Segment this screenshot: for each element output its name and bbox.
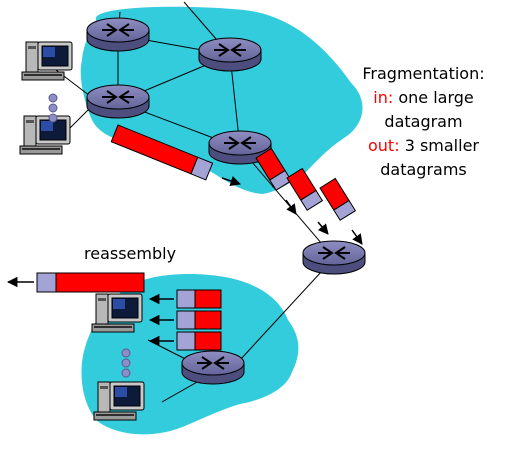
caption-out-line-2: datagrams <box>380 160 467 179</box>
arrow-icon <box>285 199 297 215</box>
fragment-datagram-2 <box>286 167 324 211</box>
arrow-icon <box>221 176 241 186</box>
router-icon <box>181 350 245 385</box>
in-label: in: <box>373 88 394 107</box>
router-icon <box>302 240 366 275</box>
large-datagram <box>110 124 214 181</box>
arrow-icon <box>351 229 363 245</box>
router-icon <box>86 17 150 52</box>
arrived-fragment-2 <box>176 310 222 330</box>
fragmentation-caption: Fragmentation: in: one large datagram ou… <box>340 62 507 182</box>
router-icon <box>198 37 262 72</box>
host-computer-icon <box>21 41 73 81</box>
fragment-datagram-3 <box>319 177 357 221</box>
arrived-fragment-3 <box>176 331 222 351</box>
reassembly-label: reassembly <box>84 244 177 263</box>
fragment-datagram-1 <box>255 147 293 191</box>
caption-out-line: out: 3 smaller <box>340 134 507 158</box>
host-computer-icon <box>19 115 71 155</box>
host-computer-icon <box>91 293 143 333</box>
out-text: 3 smaller <box>404 136 479 155</box>
caption-in-line-2: datagram <box>384 112 463 131</box>
caption-title: Fragmentation: <box>362 64 485 83</box>
in-text: one large <box>398 88 474 107</box>
arrived-fragment-1 <box>176 289 222 309</box>
out-label: out: <box>368 136 400 155</box>
more-hosts-dots <box>121 348 131 378</box>
more-hosts-dots <box>48 93 58 123</box>
reassembled-datagram <box>36 272 145 293</box>
router-icon <box>86 84 150 119</box>
arrow-icon <box>317 221 329 235</box>
host-computer-icon <box>93 381 145 421</box>
caption-in-line: in: one large <box>340 86 507 110</box>
